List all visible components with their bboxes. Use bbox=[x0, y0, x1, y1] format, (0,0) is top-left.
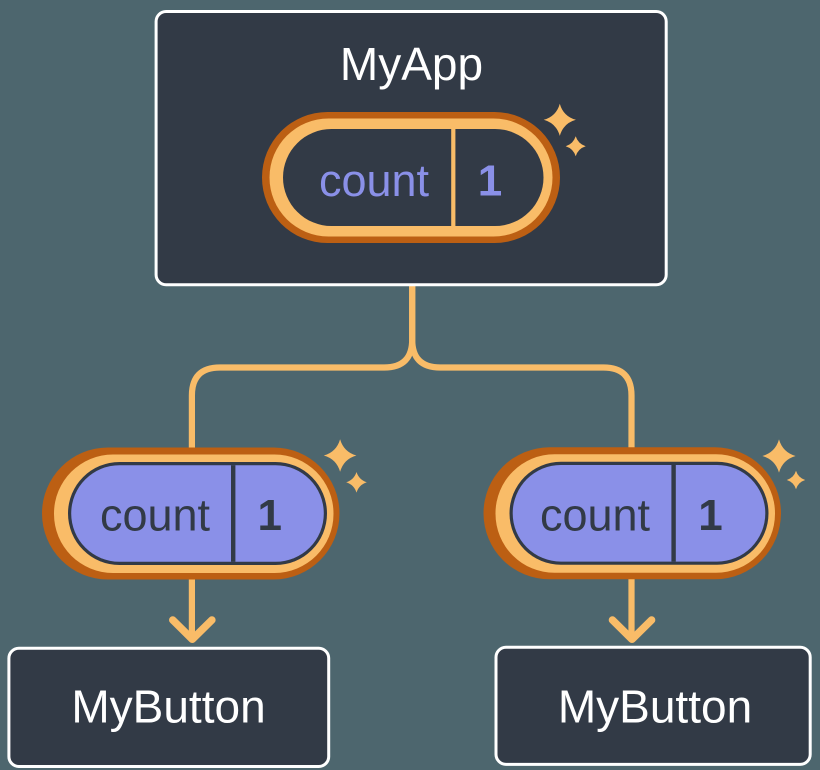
svg-text:1: 1 bbox=[258, 491, 282, 540]
svg-text:MyButton: MyButton bbox=[71, 681, 265, 733]
svg-text:count: count bbox=[100, 490, 211, 541]
svg-text:count: count bbox=[319, 155, 430, 206]
svg-text:1: 1 bbox=[478, 157, 502, 206]
svg-text:count: count bbox=[540, 490, 651, 541]
svg-text:1: 1 bbox=[698, 491, 722, 540]
svg-text:MyApp: MyApp bbox=[340, 38, 483, 90]
svg-text:MyButton: MyButton bbox=[558, 681, 752, 733]
